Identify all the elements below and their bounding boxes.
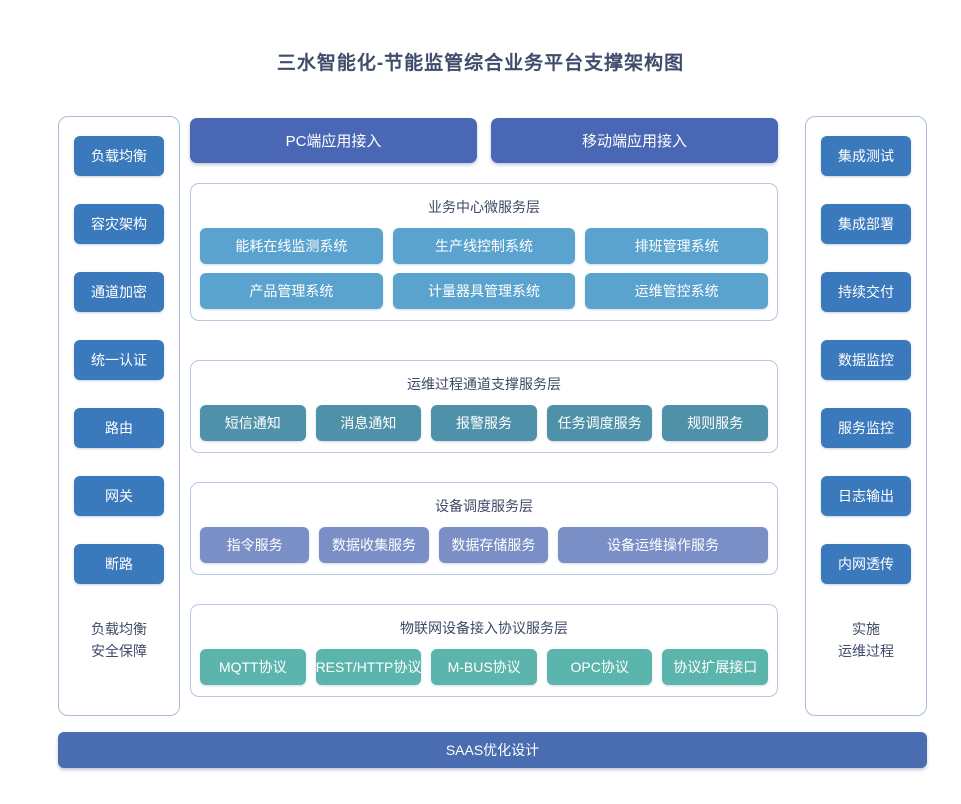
- right-sidebar-panel: 集成测试 集成部署 持续交付 数据监控 服务监控 日志输出 内网透传 实施 运维…: [805, 116, 927, 716]
- saas-optimization-bar[interactable]: SAAS优化设计: [58, 732, 927, 768]
- sidebar-item-integration-test[interactable]: 集成测试: [821, 136, 911, 176]
- chip-row: 能耗在线监测系统 生产线控制系统 排班管理系统: [200, 228, 769, 264]
- chip-row: 产品管理系统 计量器具管理系统 运维管控系统: [200, 273, 769, 309]
- service-energy-online-monitoring[interactable]: 能耗在线监测系统: [200, 228, 383, 264]
- layer-device-scheduling: 设备调度服务层 指令服务 数据收集服务 数据存储服务 设备运维操作服务: [190, 482, 778, 575]
- layer-title: 物联网设备接入协议服务层: [400, 620, 568, 636]
- layer-iot-protocol-access: 物联网设备接入协议服务层 MQTT协议 REST/HTTP协议 M-BUS协议 …: [190, 604, 778, 697]
- service-task-scheduling[interactable]: 任务调度服务: [546, 405, 653, 441]
- left-sidebar-footer-line2: 安全保障: [91, 643, 147, 659]
- service-device-ops-operation[interactable]: 设备运维操作服务: [558, 527, 768, 563]
- right-sidebar-footer-line2: 运维过程: [838, 643, 894, 659]
- layer-business-microservice: 业务中心微服务层 能耗在线监测系统 生产线控制系统 排班管理系统 产品管理系统 …: [190, 183, 778, 321]
- service-sms-notification[interactable]: 短信通知: [200, 405, 306, 441]
- sidebar-item-log-output[interactable]: 日志输出: [821, 476, 911, 516]
- sidebar-item-circuit-breaker[interactable]: 断路: [74, 544, 164, 584]
- chip-row: 短信通知 消息通知 报警服务 任务调度服务 规则服务: [200, 405, 768, 441]
- protocol-rest-http[interactable]: REST/HTTP协议: [315, 649, 422, 685]
- left-sidebar-footer: 负载均衡 安全保障: [91, 618, 147, 662]
- sidebar-item-channel-encryption[interactable]: 通道加密: [74, 272, 164, 312]
- page-title: 三水智能化-节能监管综合业务平台支撑架构图: [276, 53, 685, 74]
- service-metering-instrument-management[interactable]: 计量器具管理系统: [392, 273, 576, 309]
- service-data-collection[interactable]: 数据收集服务: [319, 527, 429, 563]
- sidebar-item-gateway[interactable]: 网关: [74, 476, 164, 516]
- service-alarm[interactable]: 报警服务: [431, 405, 537, 441]
- application-access-row: PC端应用接入 移动端应用接入: [190, 118, 778, 163]
- layer-title: 设备调度服务层: [435, 498, 533, 514]
- layer-title: 运维过程通道支撑服务层: [407, 376, 561, 392]
- sidebar-item-continuous-delivery[interactable]: 持续交付: [821, 272, 911, 312]
- right-sidebar-footer: 实施 运维过程: [838, 618, 894, 662]
- layer-title: 业务中心微服务层: [428, 199, 540, 215]
- pc-application-access-button[interactable]: PC端应用接入: [190, 118, 477, 163]
- layer-ops-channel-support: 运维过程通道支撑服务层 短信通知 消息通知 报警服务 任务调度服务 规则服务: [190, 360, 778, 453]
- service-product-management[interactable]: 产品管理系统: [200, 273, 383, 309]
- sidebar-item-service-monitoring[interactable]: 服务监控: [821, 408, 911, 448]
- service-rule[interactable]: 规则服务: [662, 405, 768, 441]
- protocol-mbus[interactable]: M-BUS协议: [431, 649, 537, 685]
- service-shift-management[interactable]: 排班管理系统: [585, 228, 769, 264]
- sidebar-item-disaster-recovery[interactable]: 容灾架构: [74, 204, 164, 244]
- sidebar-item-data-monitoring[interactable]: 数据监控: [821, 340, 911, 380]
- sidebar-item-intranet-tunnel[interactable]: 内网透传: [821, 544, 911, 584]
- sidebar-item-load-balance[interactable]: 负载均衡: [74, 136, 164, 176]
- sidebar-item-integration-deploy[interactable]: 集成部署: [821, 204, 911, 244]
- service-data-storage[interactable]: 数据存储服务: [438, 527, 549, 563]
- left-sidebar-footer-line1: 负载均衡: [91, 621, 147, 637]
- sidebar-item-unified-auth[interactable]: 统一认证: [74, 340, 164, 380]
- service-ops-control[interactable]: 运维管控系统: [585, 273, 769, 309]
- chip-row: MQTT协议 REST/HTTP协议 M-BUS协议 OPC协议 协议扩展接口: [200, 649, 769, 685]
- right-sidebar-footer-line1: 实施: [852, 621, 880, 637]
- sidebar-item-routing[interactable]: 路由: [74, 408, 164, 448]
- protocol-opc[interactable]: OPC协议: [546, 649, 653, 685]
- chip-row: 指令服务 数据收集服务 数据存储服务 设备运维操作服务: [200, 527, 768, 563]
- mobile-application-access-button[interactable]: 移动端应用接入: [491, 118, 778, 163]
- service-message-notification[interactable]: 消息通知: [315, 405, 422, 441]
- service-production-line-control[interactable]: 生产线控制系统: [392, 228, 576, 264]
- protocol-extension-interface[interactable]: 协议扩展接口: [662, 649, 769, 685]
- left-sidebar-panel: 负载均衡 容灾架构 通道加密 统一认证 路由 网关 断路 负载均衡 安全保障: [58, 116, 180, 716]
- service-command[interactable]: 指令服务: [200, 527, 310, 563]
- protocol-mqtt[interactable]: MQTT协议: [200, 649, 306, 685]
